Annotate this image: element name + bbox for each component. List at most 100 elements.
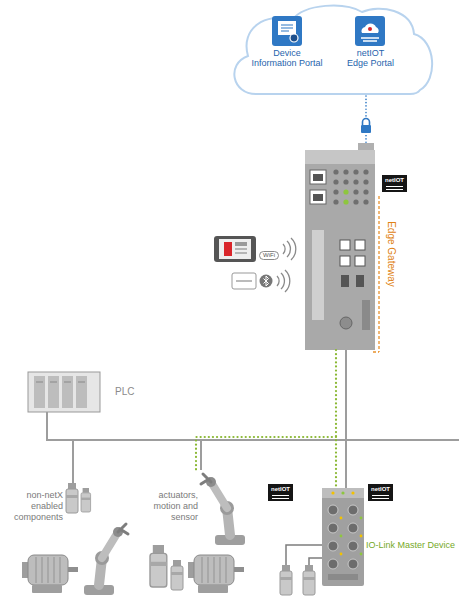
group-label: actuators, motion and sensor — [146, 490, 198, 523]
group-label: non-netX enabled components — [5, 490, 63, 523]
bluetooth-device — [232, 273, 273, 289]
edge-gateway-device — [333, 169, 338, 174]
io-link-master-device — [360, 517, 363, 520]
io-link-master-device — [322, 488, 364, 586]
bluetooth-device — [260, 275, 273, 288]
edge-gateway-device — [353, 189, 358, 194]
motor-figure — [22, 555, 78, 593]
label-holder: actuators, motion and sensor — [146, 490, 198, 523]
io-link-master-device — [360, 553, 363, 556]
io-link-master-device — [328, 541, 338, 551]
lock-icon — [359, 117, 373, 135]
badge-stripes — [372, 495, 389, 499]
edge-gateway-device — [340, 240, 350, 250]
portal-icon — [272, 16, 302, 46]
phone-icon — [235, 252, 247, 254]
netiot-badge: netIOT — [382, 175, 407, 192]
edge-gateway-device — [333, 179, 338, 184]
sensor-figure — [171, 560, 183, 590]
wifi-badge: WiFi — [259, 251, 279, 260]
portal-icon — [272, 16, 302, 46]
edge-gateway-device — [305, 150, 375, 164]
wifi-signal — [283, 238, 296, 260]
node-label: netIOT — [371, 486, 390, 493]
edge-gateway-device — [358, 143, 374, 151]
edge-gateway-device — [356, 275, 364, 287]
edge-gateway-device — [313, 174, 323, 181]
portal-icon — [361, 38, 379, 41]
motor-figure — [188, 555, 244, 593]
io-link-master-device — [328, 559, 338, 569]
edge-gateway-device — [363, 169, 368, 174]
io-link-master-device — [348, 523, 358, 533]
node-label: netIOT — [385, 177, 404, 184]
edge-gateway-device — [310, 190, 326, 204]
lock-icon — [359, 117, 373, 135]
edge-gateway-device — [355, 240, 365, 250]
portal-icon — [290, 34, 298, 42]
io-link-master-device — [348, 505, 358, 515]
edge-gateway-device — [363, 179, 368, 184]
phone-icon — [214, 236, 256, 262]
node-label: Edge Gateway — [385, 221, 397, 287]
robot-arm-figure — [201, 474, 245, 545]
plc-rack — [62, 376, 73, 408]
plc-rack — [76, 376, 87, 408]
io-link-master-device — [360, 535, 363, 538]
io-link-master-device — [340, 553, 343, 556]
sensor-cable — [286, 545, 322, 565]
edge-gateway-device — [353, 199, 358, 204]
bluetooth-device — [264, 276, 269, 286]
plc-rack — [34, 376, 45, 408]
portal-icon — [368, 27, 372, 31]
node-label: IO-Link Master Device — [366, 540, 455, 551]
io-link-master-device — [348, 559, 358, 569]
sensor-figure — [81, 488, 91, 512]
gateway-bracket — [373, 196, 379, 352]
io-link-master-device — [351, 491, 354, 494]
phone-icon — [214, 236, 256, 262]
edge-gateway-device — [343, 189, 348, 194]
edge-gateway-device — [312, 230, 324, 320]
edge-gateway-device — [353, 169, 358, 174]
edge-gateway-device — [363, 189, 368, 194]
label-holder: non-netX enabled components — [5, 490, 63, 523]
portal-icon — [355, 16, 385, 46]
edge-gateway-device — [355, 256, 365, 266]
edge-gateway-device — [310, 170, 326, 184]
robot-arm-figure — [84, 524, 128, 595]
edge-gateway-device — [333, 189, 338, 194]
edge-gateway-device — [340, 317, 352, 329]
edge-gateway-device — [313, 194, 323, 201]
lock-icon — [363, 119, 370, 126]
portal-node: Device Information Portal — [250, 12, 324, 72]
cloud-outline — [234, 6, 432, 94]
edge-gateway-device — [305, 143, 375, 350]
sensor-figure — [66, 483, 78, 513]
io-link-master-device — [331, 491, 334, 494]
io-link-master-device — [322, 488, 364, 586]
badge-stripes — [272, 495, 289, 499]
phone-icon — [235, 248, 247, 250]
edge-gateway-device — [305, 150, 375, 350]
bluetooth-signal — [277, 270, 290, 292]
netiot-badge: netIOT — [268, 484, 293, 501]
io-link-master-device — [328, 574, 358, 580]
node-label: netIOT Edge Portal — [346, 48, 395, 69]
edge-gateway-device — [343, 169, 348, 174]
sensor-figure — [280, 565, 292, 595]
phone-icon — [235, 242, 247, 246]
edge-gateway-device — [333, 199, 338, 204]
plc-rack — [28, 372, 100, 412]
io-link-master-device — [340, 517, 343, 520]
io-link-master-device — [348, 541, 358, 551]
label-holder: WiFi — [259, 243, 279, 261]
plc-node: PLC — [25, 366, 140, 414]
phone-icon — [219, 239, 251, 259]
portal-node: netIOT Edge Portal — [346, 12, 395, 72]
portal-icon — [355, 16, 385, 46]
io-link-master-node: IO-Link Master Device — [320, 488, 458, 588]
